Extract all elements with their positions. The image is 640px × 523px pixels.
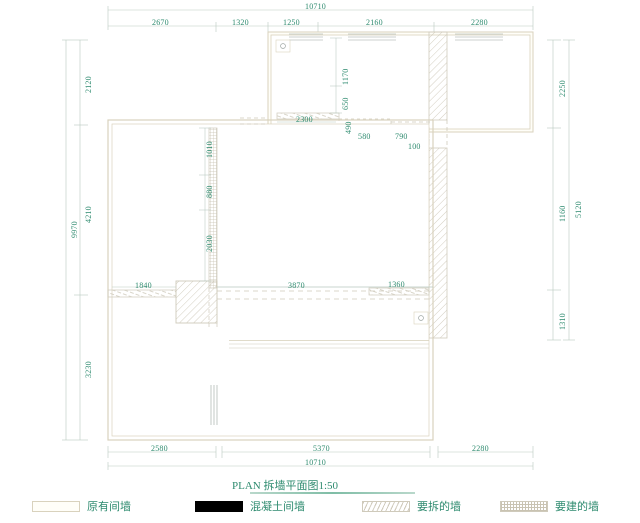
dim-bottom-seg-1: 2580 <box>151 444 168 453</box>
dim-interior-3870: 3870 <box>288 281 305 290</box>
dim-interior-490: 490 <box>344 121 353 134</box>
dimension-lines-left <box>62 39 88 441</box>
legend-label-existing: 原有间墙 <box>87 501 131 513</box>
dim-interior-1010: 1010 <box>205 141 214 158</box>
dim-right-seg-1: 2250 <box>558 80 567 97</box>
interior-dim-main <box>112 127 211 288</box>
demolish-wall-right-1360 <box>368 287 430 296</box>
upper-wing-outlet-icon <box>275 39 291 53</box>
concrete-column-spine <box>428 120 448 339</box>
legend-item-demolish: 要拆的墙 <box>362 496 461 516</box>
legend-label-demolish: 要拆的墙 <box>417 501 461 513</box>
lower-left-room-door <box>210 385 218 425</box>
dim-interior-2300: 2300 <box>296 115 313 124</box>
dim-interior-580: 580 <box>358 132 371 141</box>
legend-item-build: 要建的墙 <box>500 496 599 516</box>
dim-interior-1170: 1170 <box>341 68 350 85</box>
concrete-wall-swatch <box>195 500 243 512</box>
demolish-wall-swatch <box>362 500 410 512</box>
title-underline <box>250 492 415 494</box>
drawing-title: PLAN 拆墙平面图1:50 <box>232 480 339 492</box>
existing-wall-swatch <box>32 500 80 512</box>
dimension-lines-right <box>547 39 575 341</box>
dim-interior-880: 880 <box>205 185 214 198</box>
legend: 原有间墙 混凝土间墙 要拆的墙 要建的墙 <box>0 490 640 523</box>
dim-left-overall: 9970 <box>70 221 79 238</box>
dimension-lines-bottom <box>107 446 534 470</box>
dim-interior-790: 790 <box>395 132 408 141</box>
upper-left-connector <box>240 117 268 125</box>
dim-top-seg-1: 2670 <box>152 18 169 27</box>
concrete-column-upper <box>428 31 448 121</box>
dim-top-seg-5: 2280 <box>471 18 488 27</box>
dim-interior-1840: 1840 <box>135 281 152 290</box>
concrete-block-center <box>175 280 218 324</box>
dimension-lines-top <box>107 6 534 32</box>
dim-top-overall: 10710 <box>305 2 326 11</box>
legend-label-concrete: 混凝土间墙 <box>250 501 305 513</box>
dim-left-seg-3: 3230 <box>84 361 93 378</box>
build-wall-swatch <box>500 500 548 512</box>
dim-right-seg-3: 1310 <box>558 313 567 330</box>
dim-interior-1360: 1360 <box>388 280 405 289</box>
dim-left-seg-1: 2120 <box>84 76 93 93</box>
legend-item-concrete: 混凝土间墙 <box>195 496 305 516</box>
right-room-outlet-icon <box>413 311 429 325</box>
demolish-wall-left <box>107 289 177 298</box>
dim-bottom-overall: 10710 <box>305 458 326 467</box>
lower-right-room <box>229 340 429 349</box>
dim-interior-650: 650 <box>341 97 350 110</box>
dim-interior-2030: 2030 <box>205 235 214 252</box>
dim-right-seg-2: 1160 <box>558 205 567 222</box>
dim-top-seg-2: 1320 <box>232 18 249 27</box>
dim-bottom-seg-3: 2280 <box>472 444 489 453</box>
dim-right-overall: 5120 <box>574 201 583 218</box>
main-block-walls <box>107 119 434 441</box>
demolish-wall-center <box>217 286 433 300</box>
dim-interior-100: 100 <box>408 142 421 151</box>
dim-bottom-seg-2: 5370 <box>313 444 330 453</box>
upper-wing-windows <box>289 33 503 41</box>
dim-top-seg-4: 2160 <box>366 18 383 27</box>
dim-left-seg-2: 4210 <box>84 206 93 223</box>
legend-item-existing: 原有间墙 <box>32 496 131 516</box>
dim-top-seg-3: 1250 <box>283 18 300 27</box>
legend-label-build: 要建的墙 <box>555 501 599 513</box>
